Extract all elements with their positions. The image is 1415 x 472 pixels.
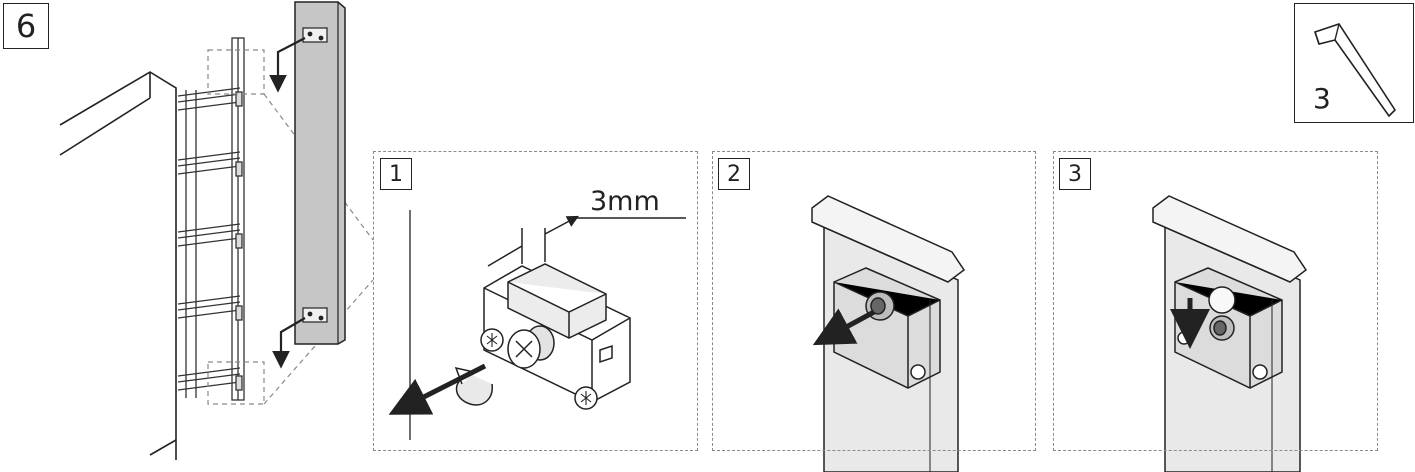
tool-callout: 3	[1294, 3, 1414, 123]
front-panel	[294, 1, 346, 345]
hex-key-icon	[1313, 23, 1397, 118]
bracket-detail-3	[1152, 195, 1308, 472]
sub-step-panel-1	[373, 151, 698, 451]
pull-arrow-2	[812, 308, 876, 346]
tool-size-label: 3	[1313, 82, 1331, 115]
pull-arrow-1	[388, 363, 487, 415]
bracket-detail-2	[811, 195, 966, 472]
dimension-label: 3mm	[590, 186, 660, 217]
sub-step-panel-3	[1053, 151, 1378, 451]
sub-step-panel-2	[712, 151, 1036, 451]
sub-step-label-3: 3	[1059, 158, 1091, 190]
dimension-lines	[487, 215, 686, 267]
sub-step-label-1: 1	[380, 158, 412, 190]
mount-arrows	[269, 37, 306, 369]
cabinet-outline	[59, 71, 177, 460]
sub-step-label-2: 2	[718, 158, 750, 190]
bracket-detail-1	[409, 210, 631, 440]
wire-basket	[177, 37, 245, 401]
step-number-badge: 6	[3, 3, 49, 49]
